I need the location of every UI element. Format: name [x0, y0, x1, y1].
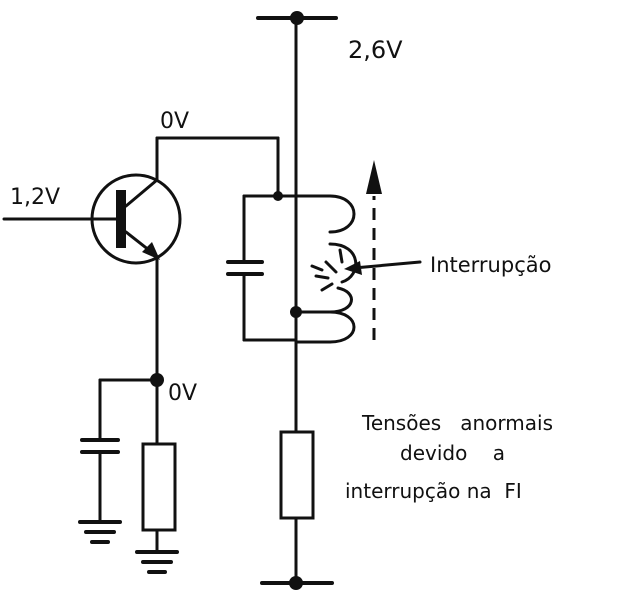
emitter-wire	[98, 258, 164, 446]
note-line-2: devido a	[400, 441, 505, 465]
note-line-1: Tensões anormais	[361, 411, 553, 435]
tank-circuit	[226, 191, 298, 342]
bottom-rail	[260, 576, 334, 590]
bypass-capacitor	[80, 438, 120, 522]
emitter-resistor	[141, 442, 177, 552]
collector-wire	[155, 136, 280, 198]
interruption-spark-icon	[310, 248, 344, 292]
ground-icon-capacitor	[78, 520, 122, 544]
collector-voltage-label: 0V	[160, 109, 189, 134]
note-line-3: interrupção na FI	[345, 479, 522, 503]
ground-icon-resistor	[135, 550, 179, 574]
interruption-pointer-arrow	[344, 260, 422, 275]
tuning-arrow-icon	[366, 160, 382, 340]
load-resistor	[279, 430, 315, 520]
supply-voltage-label: 2,6V	[348, 36, 403, 64]
emitter-voltage-label: 0V	[168, 381, 197, 406]
if-transformer-coil	[290, 194, 358, 344]
transistor	[2, 171, 182, 265]
base-voltage-label: 1,2V	[10, 185, 60, 210]
tank-capacitor	[226, 260, 264, 276]
interruption-label: Interrupção	[430, 253, 551, 277]
